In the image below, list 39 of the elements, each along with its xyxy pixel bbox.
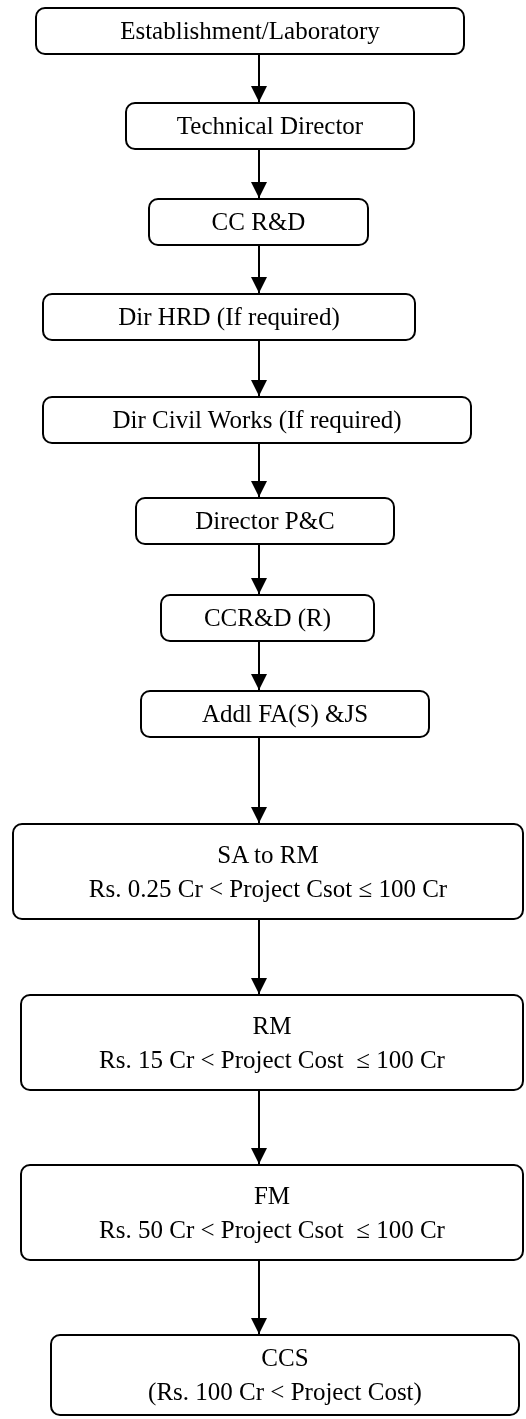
box-text: Dir HRD (If required) bbox=[118, 302, 340, 333]
arrow bbox=[251, 149, 267, 199]
box-text: CCR&D (R) bbox=[203, 603, 332, 634]
box-text: CCS bbox=[261, 1343, 309, 1374]
arrow bbox=[251, 245, 267, 294]
box-text: RM bbox=[252, 1010, 292, 1041]
process-box bbox=[50, 1334, 520, 1416]
process-box bbox=[140, 690, 430, 738]
process-box bbox=[160, 594, 375, 642]
arrow bbox=[251, 1090, 267, 1165]
process-box bbox=[20, 994, 524, 1091]
arrow bbox=[251, 641, 267, 691]
box-text: Rs. 50 Cr < Project Csot ≤ 100 Cr bbox=[99, 1214, 445, 1245]
box-text: CC R&D bbox=[211, 207, 306, 238]
box-text: Rs. 15 Cr < Project Cost ≤ 100 Cr bbox=[99, 1044, 445, 1075]
process-box bbox=[42, 396, 472, 444]
process-box bbox=[20, 1164, 524, 1261]
process-box bbox=[148, 198, 369, 246]
box-text: Rs. 0.25 Cr < Project Csot ≤ 100 Cr bbox=[88, 873, 448, 904]
arrow bbox=[251, 737, 267, 824]
process-box bbox=[12, 823, 524, 920]
box-text: Technical Director bbox=[176, 111, 364, 142]
arrow bbox=[251, 443, 267, 498]
arrow bbox=[251, 340, 267, 397]
process-box bbox=[42, 293, 416, 341]
process-box bbox=[125, 102, 415, 150]
box-text: FM bbox=[253, 1180, 291, 1211]
box-text: SA to RM bbox=[217, 839, 319, 870]
box-text: Establishment/Laboratory bbox=[120, 16, 380, 47]
box-text: Addl FA(S) &JS bbox=[201, 699, 369, 730]
process-box bbox=[135, 497, 395, 545]
arrow bbox=[251, 919, 267, 995]
box-text: Dir Civil Works (If required) bbox=[112, 405, 402, 436]
arrow bbox=[251, 54, 267, 103]
box-text: Director P&C bbox=[195, 506, 335, 537]
process-box bbox=[35, 7, 465, 55]
box-text: (Rs. 100 Cr < Project Cost) bbox=[148, 1377, 422, 1408]
arrow bbox=[251, 544, 267, 595]
arrow bbox=[251, 1260, 267, 1335]
